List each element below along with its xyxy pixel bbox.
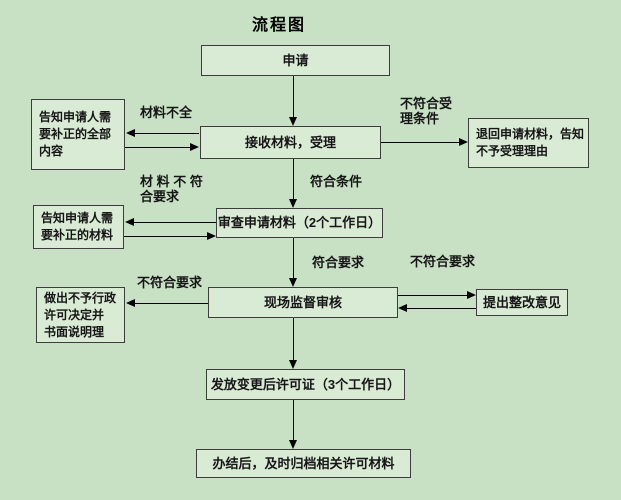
flow-box-propose-rectification: 提出整改意见 <box>476 289 568 316</box>
flow-box-inform-correction-materials: 告知申请人需 要补正的材料 <box>33 205 124 249</box>
flow-box-issue-permit: 发放变更后许可证（3个工作日） <box>206 369 405 400</box>
arrowhead-down-icon <box>289 278 297 287</box>
flow-box-apply: 申请 <box>201 45 390 76</box>
arrowhead-down-icon <box>289 199 297 208</box>
arrowhead-right-icon <box>467 291 476 299</box>
edge-label-materials-not-meet: 材 料 不 符 合要求 <box>140 174 203 204</box>
label-text-line: 材 料 不 符 <box>140 174 203 189</box>
arrow-receive-to-inform-all <box>135 133 199 134</box>
flow-box-onsite-supervision: 现场监督审核 <box>208 287 398 318</box>
box-text-line: 许可决定并 <box>44 307 105 322</box>
box-text-line: 告知申请人需 <box>41 211 114 225</box>
arrowhead-left-icon <box>398 304 407 312</box>
arrowhead-down-icon <box>289 360 297 369</box>
box-text-line: 要补正的全部 <box>39 127 112 141</box>
flow-box-deny-permit: 做出不予行政 许可决定并 书面说明理 <box>36 287 125 343</box>
arrowhead-down-icon <box>289 117 297 126</box>
flow-box-inform-all-corrections: 告知申请人需 要补正的全部 内容 <box>31 99 125 170</box>
arrowhead-right-icon <box>190 143 199 151</box>
arrow-review-to-inform-correction <box>134 222 216 223</box>
label-text-line: 不符合受 <box>400 96 453 111</box>
flow-box-return-materials: 退回申请材料，告知 不予受理理由 <box>468 118 589 168</box>
arrow-receive-to-review <box>293 159 294 199</box>
arrowhead-left-icon <box>125 218 134 226</box>
edge-label-materials-incomplete: 材料不全 <box>140 105 193 120</box>
edge-label-meet-conditions: 符合条件 <box>310 174 363 189</box>
box-text-line: 内容 <box>39 144 64 158</box>
arrowhead-right-icon <box>207 232 216 240</box>
arrow-review-to-onsite <box>293 238 294 278</box>
flow-box-review-materials: 审查申请材料（2个工作日） <box>216 208 383 238</box>
arrowhead-left-icon <box>126 299 135 307</box>
box-text-line: 要补正的材料 <box>41 228 114 242</box>
arrow-onsite-to-deny <box>135 303 208 304</box>
edge-label-meet-requirements: 符合要求 <box>312 255 365 270</box>
arrowhead-left-icon <box>126 129 135 137</box>
page-title: 流程图 <box>252 17 307 34</box>
box-text-line: 做出不予行政 <box>44 290 117 305</box>
arrow-onsite-to-propose <box>398 295 467 296</box>
edge-label-not-meet-acceptance: 不符合受 理条件 <box>400 96 452 126</box>
edge-label-not-meet-requirements-left: 不符合要求 <box>137 275 203 290</box>
box-text-line: 不予受理理由 <box>476 144 549 158</box>
arrow-receive-to-return <box>381 142 459 143</box>
arrow-propose-to-onsite <box>407 308 476 309</box>
arrow-issue-to-archive <box>293 400 294 440</box>
label-text-line: 理条件 <box>400 111 440 126</box>
flow-box-receive-materials: 接收材料，受理 <box>200 126 381 159</box>
flow-box-archive-materials: 办结后，及时归档相关许可材料 <box>196 449 411 478</box>
box-text-line: 告知申请人需 <box>39 110 112 124</box>
arrow-inform-all-to-receive <box>125 147 190 148</box>
arrowhead-down-icon <box>289 440 297 449</box>
box-text-line: 书面说明理 <box>44 324 105 339</box>
box-text-line: 退回申请材料，告知 <box>476 127 585 141</box>
arrow-onsite-to-issue <box>293 318 294 360</box>
arrow-apply-to-receive <box>293 76 294 117</box>
label-text-line: 合要求 <box>140 189 180 204</box>
arrowhead-right-icon <box>459 138 468 146</box>
edge-label-not-meet-requirements-right: 不符合要求 <box>410 254 476 269</box>
arrow-inform-correction-to-review <box>124 236 207 237</box>
